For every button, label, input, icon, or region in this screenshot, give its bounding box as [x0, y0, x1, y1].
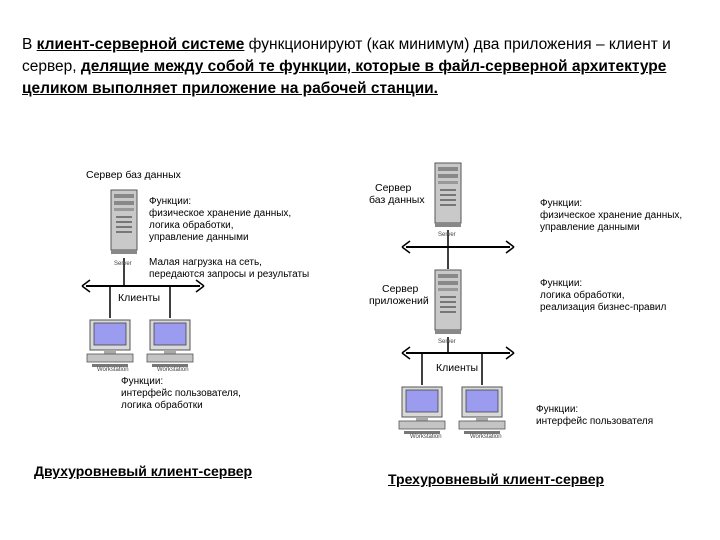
application-server-icon	[434, 269, 462, 335]
client-function-item: интерфейс пользователя,	[121, 388, 241, 399]
database-server-title: Сервер баз данных	[86, 169, 181, 181]
workstation-icon	[458, 386, 506, 435]
database-server-icon	[434, 162, 462, 228]
db-function-item: физическое хранение данных,	[540, 210, 683, 221]
app-function-item: реализация бизнес-правил	[540, 302, 667, 313]
network-note: передаются запросы и результаты	[149, 269, 310, 280]
two-tier-caption: Двухуровневый клиент-сервер	[34, 463, 253, 479]
three-tier-diagram	[398, 162, 515, 435]
app-functions-label: Функции:	[540, 278, 583, 289]
clients-label: Клиенты	[118, 292, 161, 304]
intro-term: клиент-серверной системе	[36, 36, 245, 53]
workstation-icon	[86, 319, 134, 368]
server-caption: Server	[114, 261, 132, 267]
app-function-item: логика обработки,	[540, 290, 625, 301]
server-caption: Server	[438, 339, 456, 345]
db-functions-label: Функции:	[540, 198, 583, 209]
client-function-item: интерфейс пользователя	[536, 416, 654, 427]
intro-text-2: функционируют (как минимум) два приложен…	[22, 36, 671, 75]
server-function-item: физическое хранение данных,	[149, 208, 292, 219]
database-server-icon	[110, 189, 138, 255]
server-functions-label: Функции:	[149, 196, 192, 207]
db-server-title: Сервер	[375, 182, 412, 194]
intro-emphasis: делящие между собой те функции, которые …	[22, 58, 667, 97]
db-function-item: управление данными	[540, 222, 640, 233]
workstation-caption: Workstation	[97, 367, 129, 373]
workstation-caption: Workstation	[157, 367, 189, 373]
intro-text-1: В	[22, 36, 37, 53]
server-caption: Server	[438, 232, 456, 238]
two-tier-diagram	[81, 189, 205, 368]
workstation-caption: Workstation	[410, 434, 442, 440]
app-server-title: приложений	[369, 295, 429, 307]
server-function-item: управление данными	[149, 232, 249, 243]
clients-label: Клиенты	[436, 362, 479, 374]
network-note: Малая нагрузка на сеть,	[149, 257, 262, 268]
client-function-item: логика обработки	[121, 400, 203, 411]
client-functions-label: Функции:	[121, 376, 164, 387]
db-server-title: баз данных	[369, 194, 425, 206]
server-function-item: логика обработки,	[149, 220, 234, 231]
three-tier-caption: Трехуровневый клиент-сервер	[388, 471, 605, 487]
client-functions-label: Функции:	[536, 404, 579, 415]
workstation-icon	[398, 386, 446, 435]
workstation-icon	[146, 319, 194, 368]
app-server-title: Сервер	[382, 283, 419, 295]
intro-paragraph: В клиент-серверной системе функционируют…	[22, 34, 702, 100]
workstation-caption: Workstation	[470, 434, 502, 440]
